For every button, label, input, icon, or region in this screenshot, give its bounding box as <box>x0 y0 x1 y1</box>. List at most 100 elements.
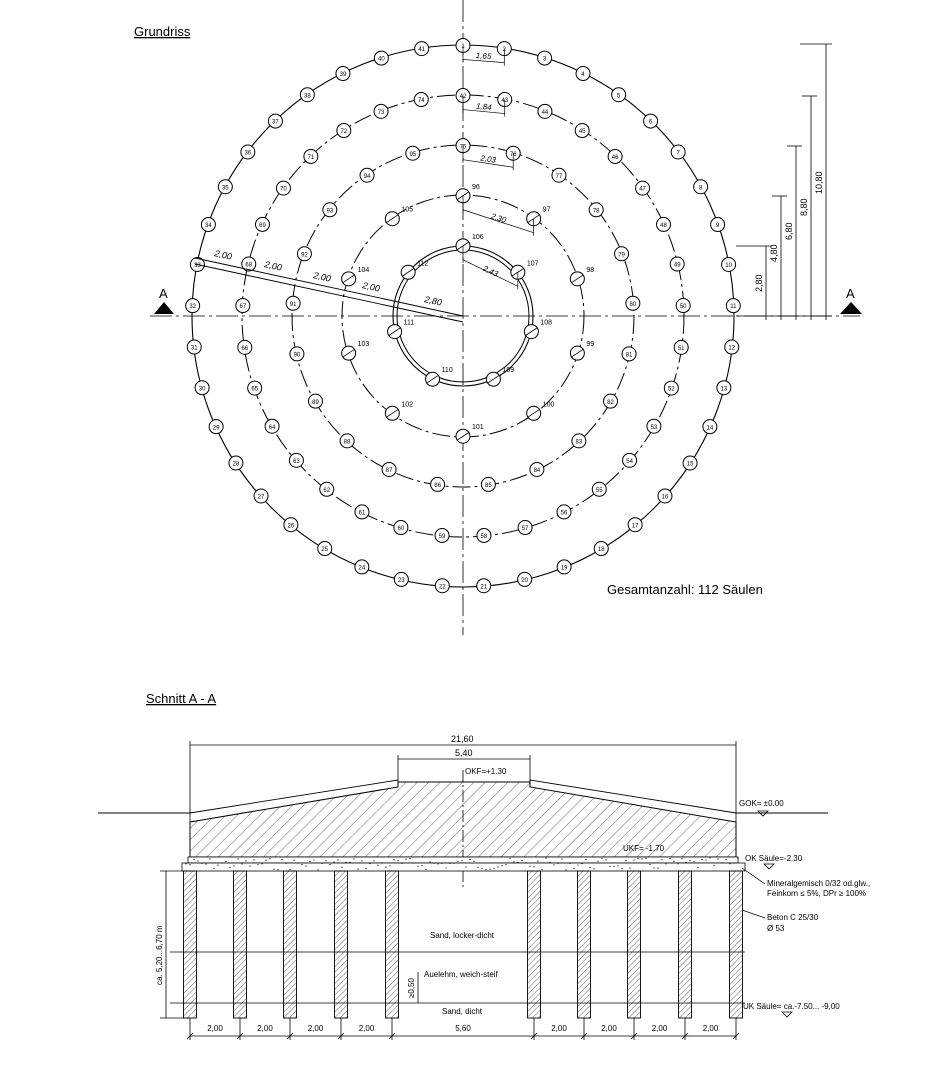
section-label-right: A <box>846 286 855 301</box>
radial-spacing-line <box>194 257 464 323</box>
section-columns <box>183 870 743 1019</box>
svg-text:103: 103 <box>358 341 370 348</box>
ukf-label: UKF= -1.70 <box>623 844 665 853</box>
section-column-10 <box>729 870 743 1019</box>
ok-saeule-marker <box>763 863 775 870</box>
svg-text:85: 85 <box>485 483 492 489</box>
column-71: 71 <box>303 148 319 164</box>
svg-text:96: 96 <box>472 184 480 191</box>
bottom-dim-label: 2,00 <box>207 1024 223 1033</box>
svg-text:31: 31 <box>191 346 198 352</box>
column-105: 105 <box>384 207 413 227</box>
svg-text:107: 107 <box>527 260 539 267</box>
svg-text:11: 11 <box>730 304 737 310</box>
svg-text:89: 89 <box>312 400 319 406</box>
column-48: 48 <box>656 216 672 232</box>
column-90: 90 <box>289 346 305 362</box>
svg-text:45: 45 <box>579 129 586 135</box>
column-95: 95 <box>405 145 421 161</box>
svg-text:111: 111 <box>404 320 415 327</box>
column-50: 50 <box>675 298 691 314</box>
column-markers: 1234567891011121314151617181920212223242… <box>185 37 741 594</box>
svg-text:41: 41 <box>418 47 425 53</box>
beton-label: Beton C 25/30 <box>767 913 819 922</box>
column-99: 99 <box>569 341 594 361</box>
svg-text:59: 59 <box>439 534 446 540</box>
uk-saeule-marker <box>781 1011 793 1018</box>
column-68: 68 <box>241 256 257 272</box>
svg-text:60: 60 <box>398 526 405 532</box>
section-arrow-right <box>840 302 862 314</box>
svg-text:79: 79 <box>618 252 625 258</box>
column-74: 74 <box>413 92 429 108</box>
column-102: 102 <box>384 401 413 421</box>
svg-text:54: 54 <box>626 459 633 465</box>
column-77: 77 <box>551 167 567 183</box>
svg-text:52: 52 <box>668 387 675 393</box>
ring-5-spacing-dim: 2,43 <box>462 245 519 290</box>
column-30: 30 <box>194 380 210 396</box>
column-51: 51 <box>673 339 689 355</box>
okf-label: OKF=+1.30 <box>465 767 507 776</box>
bottom-dim-label: 2,00 <box>359 1024 375 1033</box>
column-36: 36 <box>240 144 256 160</box>
bottom-dim-label: 2,00 <box>257 1024 273 1033</box>
svg-text:70: 70 <box>280 187 287 193</box>
svg-text:1,65: 1,65 <box>475 51 492 61</box>
mineral-label-1: Mineralgemisch 0/32 od.glw., <box>767 879 870 888</box>
svg-text:90: 90 <box>294 353 301 359</box>
soil-thickness-label: ≥0,50 <box>407 977 416 998</box>
column-61: 61 <box>354 504 370 520</box>
column-83: 83 <box>571 433 587 449</box>
svg-text:71: 71 <box>308 155 315 161</box>
svg-text:36: 36 <box>244 151 251 157</box>
column-94: 94 <box>359 167 375 183</box>
total-column-count: Gesamtanzahl: 112 Säulen <box>607 582 763 597</box>
svg-text:100: 100 <box>543 401 555 408</box>
svg-text:98: 98 <box>586 267 594 274</box>
column-9: 9 <box>710 217 726 233</box>
svg-text:38: 38 <box>304 93 311 99</box>
svg-text:23: 23 <box>398 578 405 584</box>
svg-text:33: 33 <box>194 263 201 269</box>
column-65: 65 <box>247 380 263 396</box>
svg-text:25: 25 <box>321 547 328 553</box>
mineral-label-2: Feinkorn ≤ 5%, DPr ≥ 100% <box>767 889 866 898</box>
column-64: 64 <box>264 418 280 434</box>
column-73: 73 <box>373 103 389 119</box>
svg-text:28: 28 <box>233 462 240 468</box>
mineral-leader <box>741 867 766 885</box>
column-32: 32 <box>185 298 201 314</box>
column-58: 58 <box>476 527 492 543</box>
column-92: 92 <box>296 246 312 262</box>
column-97: 97 <box>526 207 551 227</box>
section-column-8 <box>627 870 641 1019</box>
column-63: 63 <box>288 452 304 468</box>
column-16: 16 <box>657 488 673 504</box>
svg-text:74: 74 <box>418 98 425 104</box>
svg-text:6: 6 <box>649 120 653 126</box>
radius-label-3: 6,80 <box>784 222 794 240</box>
svg-text:81: 81 <box>626 353 633 359</box>
ring-2-spacing-dim: 1,84 <box>462 95 506 117</box>
radius-label-2: 4,80 <box>769 244 779 262</box>
column-91: 91 <box>285 295 301 311</box>
column-46: 46 <box>607 148 623 164</box>
column-86: 86 <box>430 476 446 492</box>
svg-text:97: 97 <box>543 207 551 214</box>
section-view: Schnitt A - A 21,60 5,40 OKF=+1.30 GOK= … <box>98 691 870 1040</box>
column-41: 41 <box>414 41 430 57</box>
column-26: 26 <box>283 517 299 533</box>
column-54: 54 <box>622 452 638 468</box>
column-10: 10 <box>721 256 737 272</box>
column-38: 38 <box>299 87 315 103</box>
svg-text:78: 78 <box>593 208 600 214</box>
column-80: 80 <box>625 295 641 311</box>
svg-text:82: 82 <box>607 400 614 406</box>
column-66: 66 <box>237 339 253 355</box>
column-15: 15 <box>682 455 698 471</box>
svg-text:21: 21 <box>480 584 487 590</box>
radius-label-4: 8,80 <box>799 198 809 216</box>
